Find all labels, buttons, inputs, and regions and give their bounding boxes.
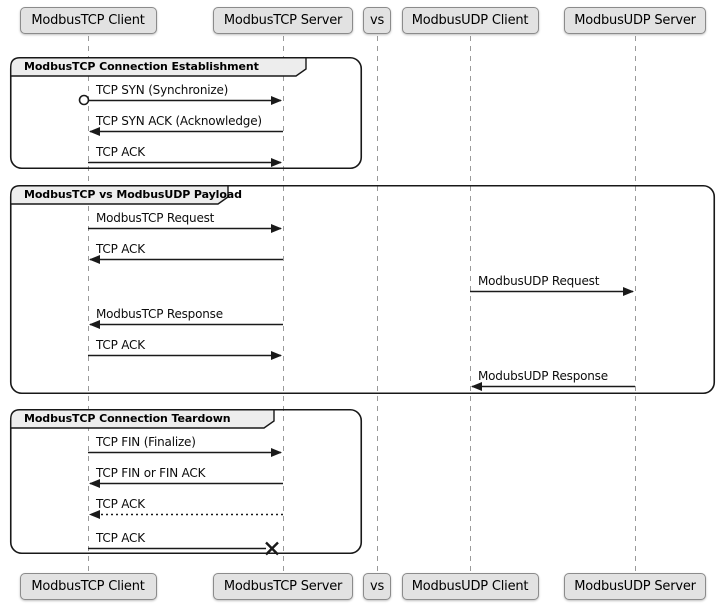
- arrowhead-icon: [89, 127, 100, 136]
- arrowhead-icon: [623, 287, 634, 296]
- arrowhead-icon: [89, 479, 100, 488]
- arrowhead-icon: [89, 320, 100, 329]
- arrowhead-icon: [271, 224, 282, 233]
- fragment-frame-2: [9, 408, 363, 555]
- arrowhead-icon: [89, 255, 100, 264]
- arrowhead-icon: [89, 510, 100, 519]
- fragment-header-1: [10, 185, 229, 205]
- arrowhead-icon: [271, 351, 282, 360]
- lost-message-cross-icon: [265, 541, 279, 556]
- arrowhead-icon: [271, 96, 282, 105]
- circle-start-icon: [78, 94, 90, 106]
- arrowhead-icon: [271, 158, 282, 167]
- fragment-header-0: [10, 57, 307, 77]
- fragment-frame-1: [9, 184, 716, 395]
- arrowhead-icon: [471, 382, 482, 391]
- fragment-header-2: [10, 409, 275, 429]
- arrowhead-icon: [271, 448, 282, 457]
